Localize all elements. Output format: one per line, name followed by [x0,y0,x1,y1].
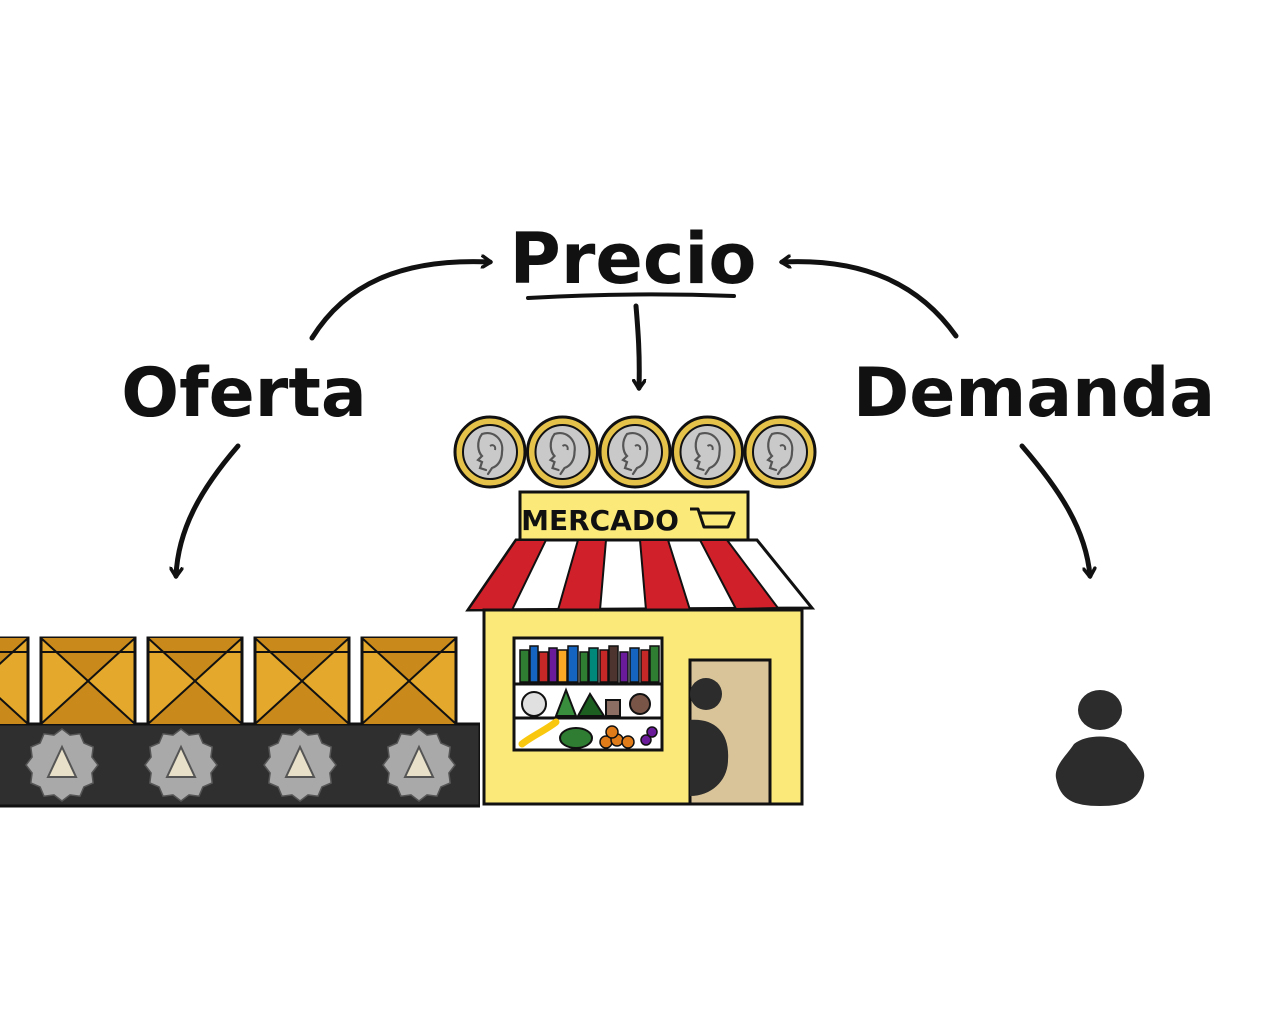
market-shop: MERCADO [465,490,816,806]
coin-icon [526,415,599,489]
coin-icon [453,415,527,489]
gear-row [25,728,456,802]
box-icon [360,636,458,726]
arrow-demand-to-consumer [1019,443,1090,576]
cart-icon [690,507,736,529]
market-sign-label: MERCADO [521,504,679,537]
gear-icon [263,728,337,802]
arrow-demand-to-price [782,262,959,339]
shop-shelves [512,636,664,752]
box-icon [253,636,351,726]
coin-icon [671,415,744,489]
gear-icon [144,728,218,802]
coin-icon [598,415,672,489]
price-underline [526,292,736,300]
arrow-price-to-market [636,303,639,388]
gear-icon [25,728,99,802]
shop-door [688,658,772,806]
demand-label: Demanda [853,354,1215,433]
shopper-silhouette [690,678,729,796]
arrow-supply-to-price [309,262,490,341]
box-icon [39,636,137,726]
market-sign [518,490,750,542]
gear-icon [382,728,456,802]
person-icon [1055,690,1145,806]
price-label: Precio [510,218,757,300]
arrow-supply-to-production [176,443,241,576]
shop-awning [465,538,816,612]
supply-label: Oferta [121,354,366,433]
box-icon [0,636,30,726]
box-icon [146,636,244,726]
production-line [0,636,480,808]
coin-icon [743,415,817,489]
box-row [0,636,458,726]
coin-row [453,415,817,489]
